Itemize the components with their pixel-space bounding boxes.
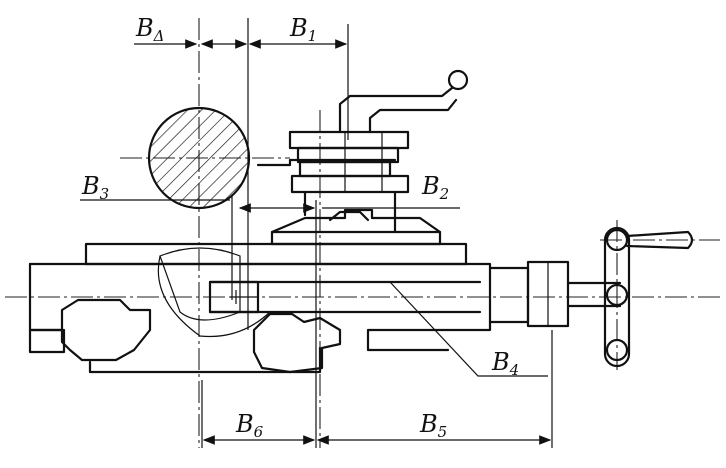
dimension-lines <box>80 39 552 445</box>
tool-post <box>256 69 469 234</box>
cross-slide <box>28 242 622 354</box>
section-hatch <box>157 247 271 338</box>
upper-slide <box>270 208 442 246</box>
extension-lines <box>201 18 553 448</box>
svg-text:B4: B4 <box>491 348 519 379</box>
label-b4: B4 <box>491 348 519 379</box>
dovetail-guides <box>60 298 342 374</box>
svg-text:B6: B6 <box>235 410 264 441</box>
svg-text:B3: B3 <box>81 172 109 203</box>
svg-text:B1: B1 <box>289 14 317 45</box>
label-b2: B2 <box>421 172 449 203</box>
svg-text:BΔ: BΔ <box>135 14 164 45</box>
label-b3: B3 <box>81 172 109 203</box>
workpiece-round-bar <box>147 106 251 210</box>
svg-text:B5: B5 <box>419 410 447 441</box>
svg-text:B2: B2 <box>421 172 449 203</box>
label-b-delta: BΔ <box>135 14 164 45</box>
label-b1: B1 <box>289 14 317 45</box>
label-b5: B5 <box>419 410 447 441</box>
label-b6: B6 <box>235 410 264 441</box>
handwheel <box>603 226 694 368</box>
